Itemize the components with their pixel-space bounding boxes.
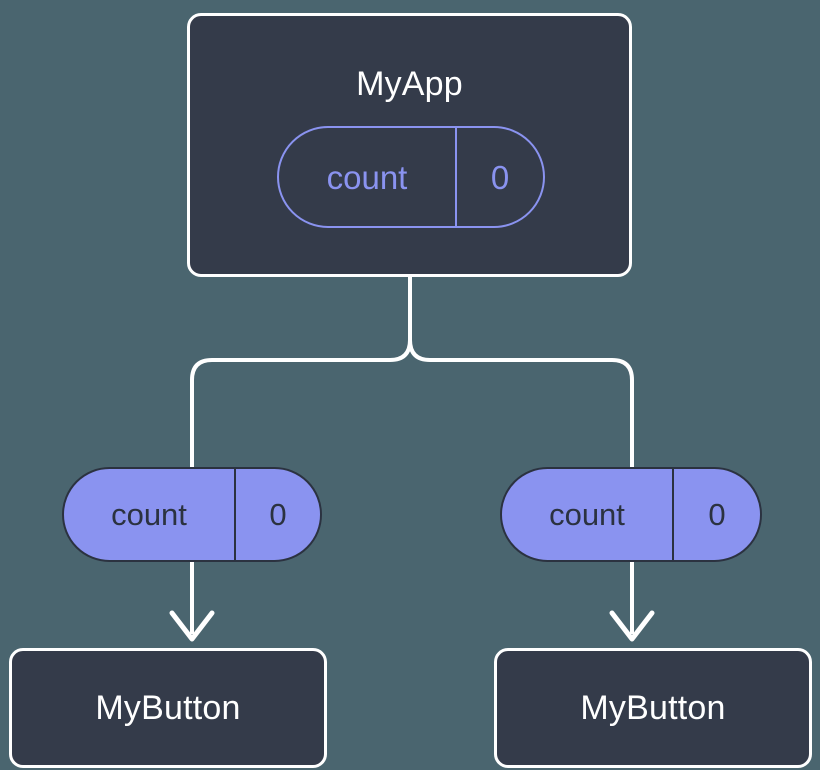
prop-pill-key: count bbox=[64, 469, 236, 560]
component-title-mybutton: MyButton bbox=[95, 689, 241, 727]
component-card-mybutton-right[interactable]: MyButton bbox=[494, 648, 812, 768]
arrowhead-right-icon bbox=[609, 610, 655, 642]
component-title-mybutton: MyButton bbox=[580, 689, 726, 727]
state-pill-key: count bbox=[279, 128, 457, 226]
prop-pill-value: 0 bbox=[269, 497, 287, 532]
component-card-myapp[interactable]: MyApp bbox=[187, 13, 632, 277]
connector-app-to-left-pill bbox=[190, 275, 412, 469]
connector-app-to-right-pill bbox=[408, 275, 634, 469]
arrowhead-left-icon bbox=[169, 610, 215, 642]
prop-pill-right-count[interactable]: count 0 bbox=[500, 467, 762, 562]
component-card-mybutton-left[interactable]: MyButton bbox=[9, 648, 327, 768]
component-title-myapp: MyApp bbox=[356, 65, 463, 103]
state-pill-value: 0 bbox=[490, 158, 510, 196]
state-pill-myapp-count[interactable]: count 0 bbox=[277, 126, 545, 228]
prop-pill-left-count[interactable]: count 0 bbox=[62, 467, 322, 562]
prop-pill-value: 0 bbox=[708, 497, 726, 532]
prop-pill-key: count bbox=[502, 469, 674, 560]
